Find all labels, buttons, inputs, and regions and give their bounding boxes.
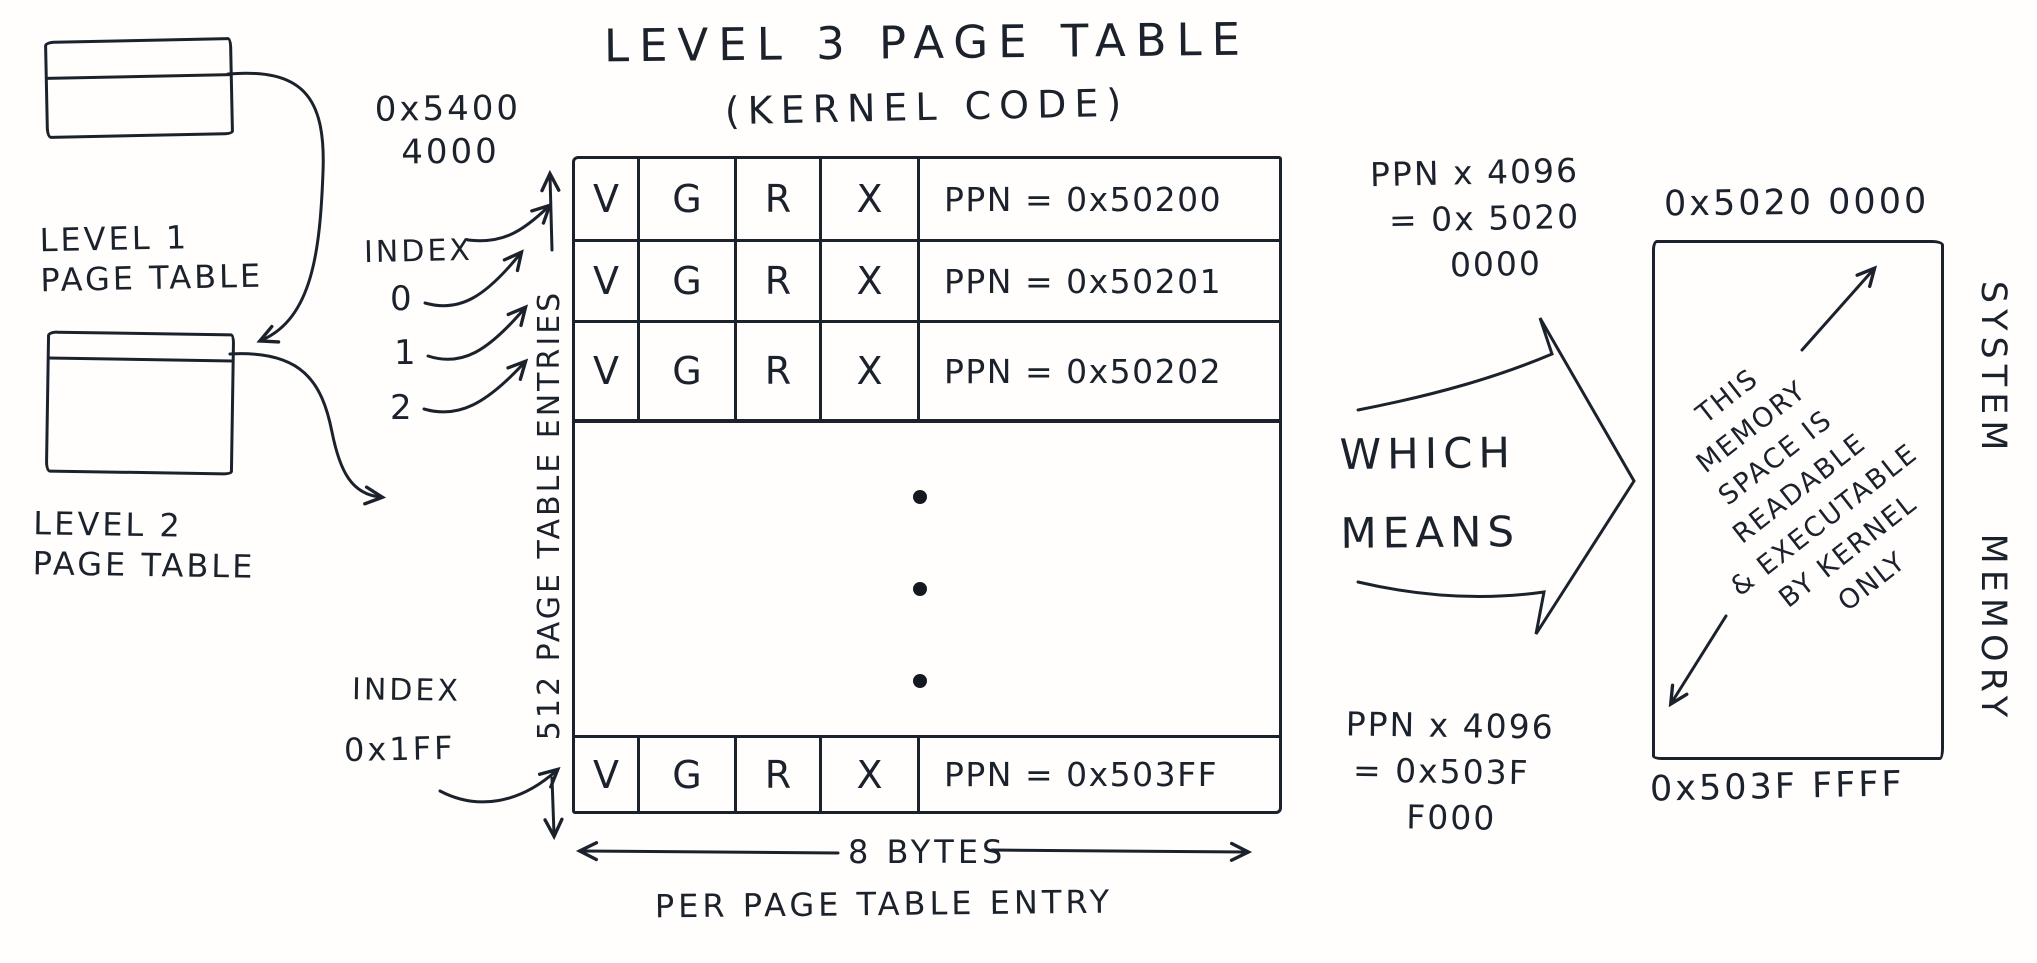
which-means-label: WHICH MEANS (1339, 427, 1520, 560)
base-address-line1: 0x5400 (374, 88, 522, 130)
flag-valid: V (575, 159, 640, 239)
arrow-level2-to-table (228, 352, 380, 497)
ellipsis-dot (913, 582, 927, 596)
ppn-value: PPN = 0x50201 (944, 261, 1223, 301)
base-address-line2: 4000 (401, 130, 500, 172)
flag-read: R (737, 242, 822, 320)
calc-top-line3: 0000 (1449, 243, 1543, 285)
ellipsis-dot (913, 674, 927, 688)
flag-read: R (737, 159, 822, 239)
ellipsis-dot (913, 490, 927, 504)
ppn-value: PPN = 0x503FF (944, 755, 1219, 794)
page-table-row-0: V G R X PPN = 0x50200 (575, 159, 1279, 242)
index-2: 2 (390, 388, 415, 428)
level2-row-divider (48, 356, 233, 363)
flag-valid: V (575, 738, 640, 811)
entry-size-label: 8 BYTES (848, 833, 1007, 871)
level1-label-line2: PAGE TABLE (40, 256, 264, 300)
flag-global: G (640, 159, 737, 239)
which-text: WHICH (1339, 428, 1517, 479)
calc-bottom-line1: PPN x 4096 (1345, 704, 1556, 747)
memory-top-address: 0x5020 0000 (1663, 181, 1930, 225)
flag-global: G (640, 738, 737, 811)
flag-execute: X (822, 323, 920, 419)
arrow-level1-to-level2 (226, 71, 325, 340)
calc-top-line2: = 0x 5020 (1388, 197, 1581, 240)
index-0: 0 (390, 279, 415, 319)
level1-label: LEVEL 1 PAGE TABLE (39, 216, 263, 301)
level2-label-line1: LEVEL 2 (33, 504, 184, 545)
title-line2: (KERNEL CODE) (724, 80, 1130, 134)
page-title: LEVEL 3 PAGE TABLE (KERNEL CODE) (547, 13, 1307, 134)
level1-page-table-box (43, 37, 235, 139)
means-text: MEANS (1340, 506, 1521, 558)
flag-valid: V (575, 242, 640, 320)
level2-page-table-box (44, 330, 236, 476)
ppn-value: PPN = 0x50200 (944, 179, 1223, 219)
flag-valid: V (575, 323, 640, 419)
entry-size-sublabel: PER PAGE TABLE ENTRY (654, 882, 1114, 926)
flag-global: G (640, 323, 737, 419)
table-base-address: 0x5400 4000 (375, 87, 522, 174)
arrow-index-1 (426, 309, 524, 361)
elided-entries-region (575, 423, 1279, 738)
index-1: 1 (394, 333, 419, 373)
index-label-bottom: INDEX (351, 672, 462, 709)
flag-read: R (737, 738, 822, 811)
entries-count-label: 512 PAGE TABLE ENTRIES (532, 289, 567, 741)
arrow-8bytes-right (990, 850, 1246, 852)
calc-bottom-line2: = 0x503F (1352, 750, 1530, 793)
ppn-calc-bottom: PPN x 4096 = 0x503F F000 (1344, 701, 1555, 843)
title-line1: LEVEL 3 PAGE TABLE (603, 12, 1251, 73)
index-0x1ff: 0x1FF (343, 728, 456, 770)
page-table-row-2: V G R X PPN = 0x50202 (575, 323, 1279, 423)
arrow-8bytes-left (582, 851, 840, 853)
level3-page-table: V G R X PPN = 0x50200 V G R X PPN = 0x50… (572, 156, 1282, 814)
flag-global: G (640, 242, 737, 320)
index-label-top: INDEX (363, 232, 474, 271)
flag-execute: X (822, 242, 920, 320)
level1-row-divider (46, 73, 231, 80)
memory-bottom-address: 0x503F FFFF (1649, 764, 1905, 810)
flag-execute: X (822, 738, 920, 811)
flag-execute: X (822, 159, 920, 239)
calc-bottom-line3: F000 (1405, 797, 1497, 839)
ppn-value: PPN = 0x50202 (944, 351, 1223, 391)
calc-top-line1: PPN x 4096 (1369, 150, 1580, 195)
page-table-row-last: V G R X PPN = 0x503FF (575, 738, 1279, 811)
level1-label-line1: LEVEL 1 (39, 218, 190, 260)
page-table-row-1: V G R X PPN = 0x50201 (575, 242, 1279, 323)
level2-label: LEVEL 2 PAGE TABLE (32, 503, 256, 586)
flag-read: R (737, 323, 822, 419)
system-memory-label: SYSTEM MEMORY (1973, 280, 2013, 724)
ppn-calc-top: PPN x 4096 = 0x 5020 0000 (1370, 148, 1582, 291)
memory-region-box (1652, 240, 1944, 760)
level2-label-line2: PAGE TABLE (32, 544, 256, 586)
arrow-index-2 (422, 363, 524, 414)
